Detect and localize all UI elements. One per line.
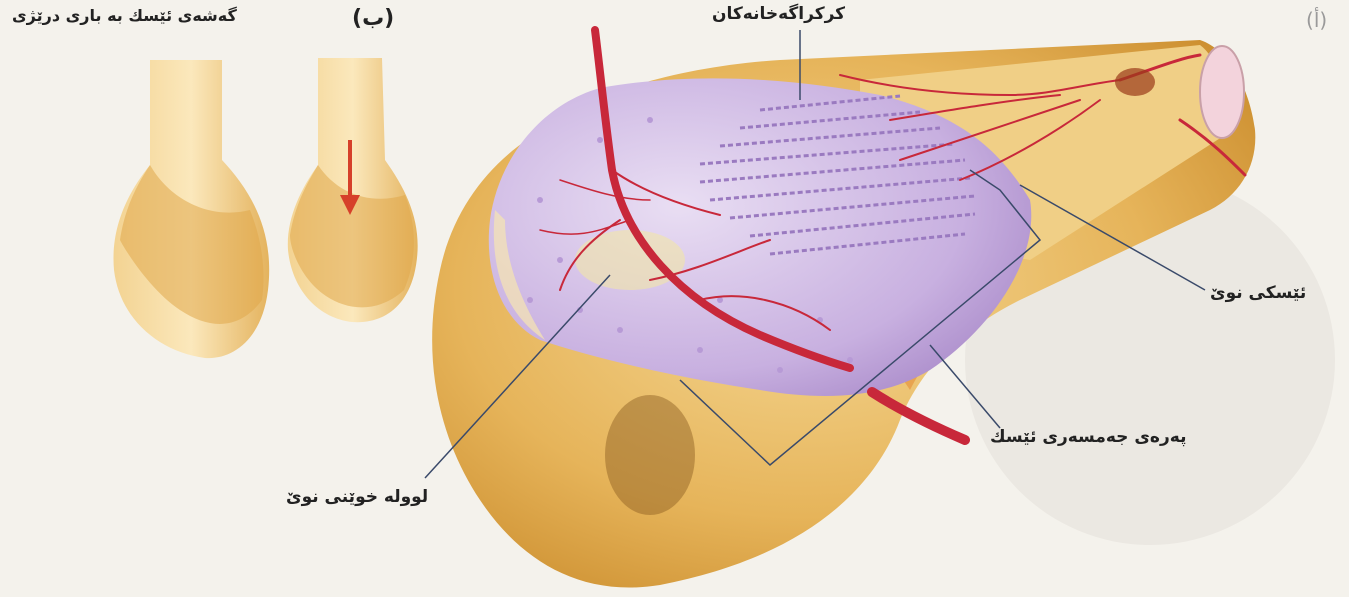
cartilage-label: كرکراگەخانەكان <box>712 4 845 24</box>
bone-shadow <box>605 395 695 515</box>
panel-b-label: (ب) <box>352 6 394 31</box>
small-bone-left <box>113 60 269 358</box>
panel-a-label: (أ) <box>1306 8 1327 32</box>
small-bone-right <box>288 58 418 322</box>
shaft-cut-end <box>1200 46 1244 138</box>
growth-title: گەشەی ئێسك بە باری درێژی <box>12 6 237 25</box>
joint-bone-layer-label: پەرەی جەمسەری ئێسك <box>990 427 1186 447</box>
marrow-cluster <box>1115 68 1155 96</box>
new-bone-label: ئێسكی نوێ <box>1210 283 1306 303</box>
new-blood-vessel-label: لوولە خوێنی نوێ <box>286 487 428 507</box>
ossification-spot <box>575 230 685 290</box>
